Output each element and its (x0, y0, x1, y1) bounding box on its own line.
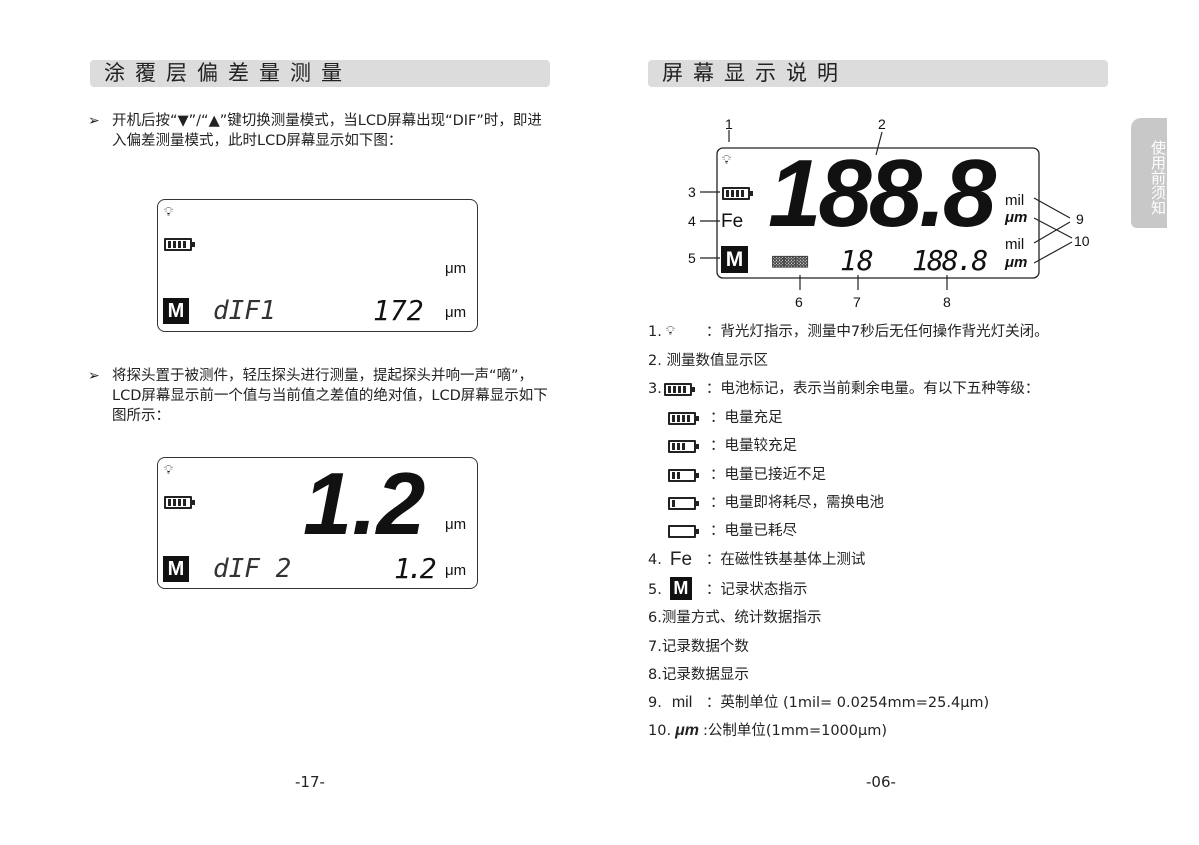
memory-indicator: M (721, 246, 748, 273)
battery-level-full: ：电量充足 (666, 408, 783, 428)
legend-item-9: 9.mil：英制单位 (1mil= 0.0254mm=25.4μm) (648, 694, 990, 711)
backlight-icon: 💡︎ (665, 324, 675, 339)
lcd-display-dif2: 💡︎ 1.2 μm M dIF 2 1.2 μm (157, 457, 478, 589)
unit-label: μm (445, 260, 467, 277)
callout-7: 7 (853, 294, 861, 310)
battery-level-low: ：电量已接近不足 (666, 465, 826, 485)
battery-full-icon (164, 238, 195, 251)
side-tab[interactable]: 使用前须知 (1131, 118, 1167, 228)
callout-1: 1 (725, 116, 733, 132)
battery-full-icon (722, 187, 753, 200)
main-value-readout: 188.8 (768, 140, 996, 247)
bullet-arrow-icon: ➢ (88, 368, 100, 384)
memory-indicator: M (163, 298, 189, 324)
page-number-right: -06- (866, 773, 896, 791)
legend-item-7: 7.记录数据个数 (648, 639, 749, 655)
fe-indicator: Fe (721, 211, 744, 232)
section-title-bar: 屏幕显示说明 (648, 60, 1108, 87)
section-title: 屏幕显示说明 (662, 61, 848, 85)
lcd-display-dif1: 💡︎ μm M dIF1 172 μm (157, 199, 478, 332)
backlight-icon: 💡︎ (722, 153, 732, 168)
legend-item-3: 3.：电池标记，表示当前剩余电量。有以下五种等级： (648, 381, 1040, 397)
battery-full-icon (663, 383, 695, 396)
instruction-paragraph-1: ➢ 开机后按“▼”/“▲”键切换测量模式，当LCD屏幕出现“DIF”时，即进入偏… (88, 113, 542, 149)
page-number-left: -17- (295, 773, 325, 791)
callout-10: 10 (1074, 233, 1090, 249)
bullet-arrow-icon: ➢ (88, 113, 100, 129)
memory-indicator: M (669, 577, 692, 600)
legend-item-8: 8.记录数据显示 (648, 667, 749, 683)
backlight-icon: 💡︎ (164, 205, 174, 220)
mode-chars-readout: ▩▩▩ (772, 248, 809, 272)
callout-2: 2 (878, 116, 886, 132)
callout-lines (700, 130, 1073, 290)
callout-3: 3 (688, 184, 696, 200)
battery-level-critical: ：电量即将耗尽，需换电池 (666, 493, 884, 513)
callout-5: 5 (688, 250, 696, 266)
legend-item-4: 4.Fe：在磁性铁基基体上测试 (648, 549, 866, 570)
section-title-bar: 涂覆层偏差量测量 (90, 60, 550, 87)
memory-indicator: M (163, 556, 189, 582)
legend-item-5: 5.M：记录状态指示 (648, 577, 808, 600)
instruction-paragraph-2: ➢ 将探头置于被测件，轻压探头进行测量，提起探头并响一声“嘀”，LCD屏幕显示前… (88, 368, 548, 424)
backlight-icon: 💡︎ (164, 463, 174, 478)
callout-9: 9 (1076, 211, 1084, 227)
callout-8: 8 (943, 294, 951, 310)
legend-item-10: 10.μm:公制单位(1mm=1000μm) (648, 722, 888, 739)
legend-item-2: 2. 测量数值显示区 (648, 353, 768, 369)
unit-mil: mil (1005, 192, 1025, 209)
battery-full-icon (164, 496, 195, 509)
legend-item-1: 1.💡︎：背光灯指示，测量中7秒后无任何操作背光灯关闭。 (648, 324, 1049, 340)
battery-empty-icon (668, 525, 699, 538)
unit-um: μm (1005, 254, 1028, 271)
record-value-readout: 188.8 (912, 244, 988, 277)
battery-level-empty: ：电量已耗尽 (666, 521, 797, 541)
mode-readout: dIF1 (213, 296, 276, 326)
unit-label: μm (445, 516, 467, 533)
mode-readout: dIF 2 (213, 554, 292, 584)
battery-1-bar-icon (668, 497, 699, 510)
record-count-readout: 18 (840, 244, 874, 277)
unit-label: μm (445, 304, 467, 321)
battery-level-high: ：电量较充足 (666, 436, 797, 456)
unit-um: μm (1005, 209, 1028, 226)
battery-3-bars-icon (668, 440, 699, 453)
battery-2-bars-icon (668, 469, 699, 482)
unit-label: μm (445, 562, 467, 579)
battery-4-bars-icon (668, 412, 699, 425)
section-title: 涂覆层偏差量测量 (104, 61, 352, 85)
main-value-readout: 1.2 (303, 454, 426, 553)
legend-item-6: 6.测量方式、统计数据指示 (648, 610, 822, 626)
value-readout: 1.2 (394, 552, 437, 585)
value-readout: 172 (373, 294, 424, 327)
unit-mil: mil (1005, 236, 1025, 253)
callout-4: 4 (688, 213, 696, 229)
callout-6: 6 (795, 294, 803, 310)
